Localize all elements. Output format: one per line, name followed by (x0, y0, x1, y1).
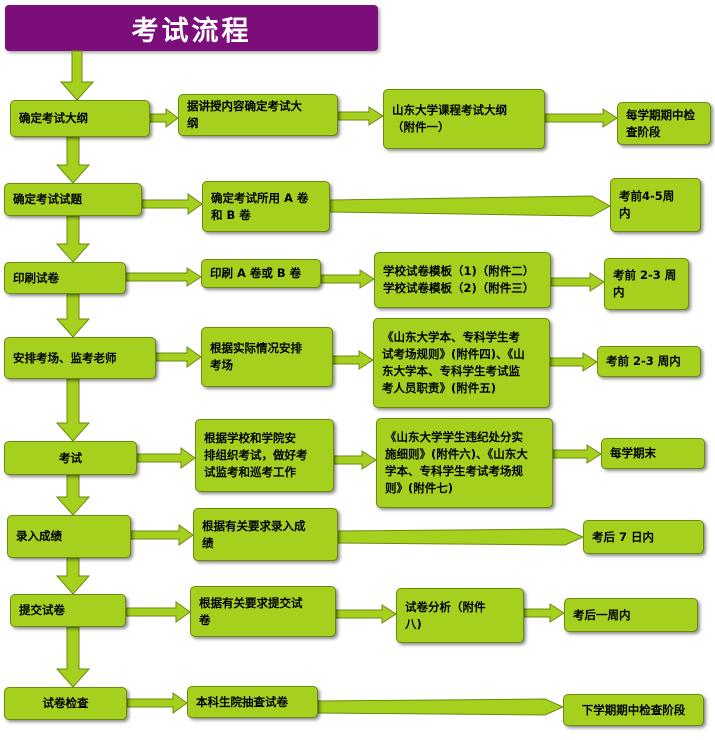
step-reference-box: 《山东大学本、专科学生考 试考场规则》(附件四)、《山 东大学本、专科学生考试监… (373, 318, 550, 408)
step-main-box: 安排考场、监考老师 (4, 337, 156, 379)
down-arrow (55, 626, 91, 688)
right-arrow (337, 106, 384, 126)
step-timing-box: 每学期期中检 查阶段 (617, 102, 711, 145)
right-arrow (125, 267, 202, 287)
step-timing-box: 每学期末 (601, 438, 705, 469)
step-detail-box: 本科生院抽查试卷 (187, 686, 318, 718)
step-main-box: 印刷试卷 (4, 262, 126, 294)
long-arrow (337, 528, 585, 546)
right-arrow (149, 108, 179, 128)
long-arrow (317, 698, 565, 716)
step-reference-box: 山东大学课程考试大纲 （附件一） (383, 89, 545, 149)
right-arrow (333, 450, 377, 470)
right-arrow (141, 193, 203, 215)
right-arrow (550, 272, 605, 292)
step-timing-box: 下学期期中检查阶段 (563, 694, 704, 726)
right-arrow (335, 604, 397, 624)
step-reference-box: 《山东大学学生违纪处分实 施细则》(附件六)、《山东大 学本、专科学生考试考场规… (376, 418, 553, 508)
step-detail-box: 根据实际情况安排 考场 (201, 327, 333, 387)
down-arrow (55, 136, 91, 184)
down-arrow (55, 378, 91, 442)
step-detail-box: 印刷 A 卷或 B 卷 (201, 259, 321, 288)
step-timing-box: 考前 2-3 周 内 (604, 258, 689, 310)
step-timing-box: 考后 7 日内 (583, 520, 704, 554)
step-main-box: 考试 (4, 441, 137, 475)
step-reference-box: 学校试卷模板（1)（附件二） 学校试卷模板（2)（附件三） (374, 252, 551, 308)
down-arrow (55, 557, 91, 595)
step-main-box: 提交试卷 (10, 594, 126, 627)
step-main-box: 确定考试大纲 (10, 100, 150, 137)
step-detail-box: 根据学校和学院安 排组织考试，做好考 试监考和巡考工作 (195, 419, 334, 492)
down-arrow (55, 215, 91, 263)
right-arrow (126, 692, 188, 714)
right-arrow (136, 447, 196, 469)
right-arrow (320, 269, 375, 289)
right-arrow (125, 601, 191, 623)
right-arrow (130, 524, 194, 546)
right-arrow (523, 603, 565, 623)
right-arrow (332, 350, 374, 370)
step-detail-box: 据讲授内容确定考试大 纲 (178, 94, 338, 136)
long-arrow (329, 195, 612, 217)
down-arrow (59, 50, 95, 101)
step-reference-box: 试卷分析（附件 八) (396, 588, 524, 643)
down-arrow (55, 293, 91, 338)
step-timing-box: 考前 2-3 周内 (597, 346, 701, 377)
right-arrow (544, 108, 618, 128)
right-arrow (552, 444, 602, 464)
step-timing-box: 考前4-5周 内 (610, 178, 701, 232)
step-main-box: 试卷检查 (4, 687, 127, 720)
step-timing-box: 考后一周内 (564, 598, 698, 632)
step-detail-box: 根据有关要求录入成 绩 (193, 508, 338, 561)
down-arrow (55, 474, 91, 516)
right-arrow (549, 352, 598, 372)
step-main-box: 录入成绩 (7, 515, 131, 558)
right-arrow (155, 346, 202, 368)
step-main-box: 确定考试试题 (4, 183, 142, 216)
step-detail-box: 根据有关要求提交试 卷 (190, 586, 336, 637)
page-title: 考试流程 (5, 5, 378, 51)
step-detail-box: 确定考试所用 A 卷 和 B 卷 (202, 181, 330, 232)
